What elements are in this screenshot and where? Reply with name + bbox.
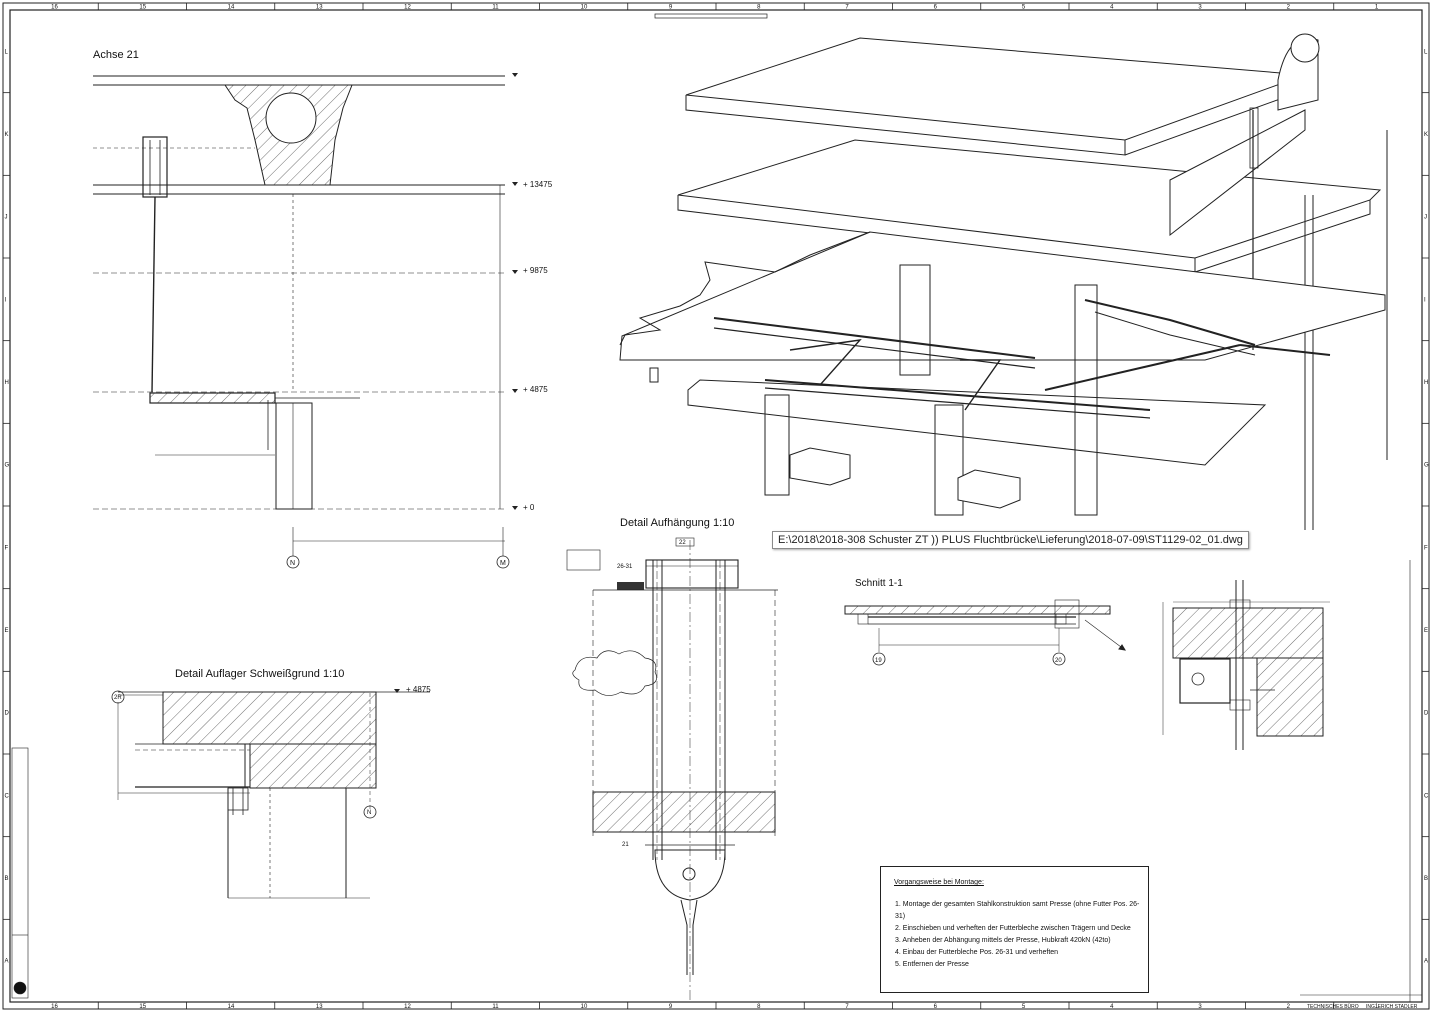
level-label: + 0 bbox=[523, 503, 535, 512]
list-item: 3. Anheben der Abhängung mittels der Pre… bbox=[895, 937, 1111, 944]
file-path-tooltip: E:\2018\2018-308 Schuster ZT )) PLUS Flu… bbox=[772, 531, 1249, 549]
frame-column-label: 1 bbox=[1375, 1004, 1379, 1010]
frame-row-label: C bbox=[1424, 793, 1429, 799]
frame-row-label: L bbox=[1424, 49, 1428, 55]
callout-label: 21 bbox=[622, 842, 629, 848]
frame-column-label: 9 bbox=[669, 5, 673, 11]
title-block-office: TECHNISCHES BÜRO bbox=[1307, 1004, 1359, 1010]
frame-column-label: 16 bbox=[51, 5, 58, 11]
level-label: + 4875 bbox=[406, 685, 431, 694]
level-label: + 9875 bbox=[523, 266, 548, 275]
frame-column-label: 4 bbox=[1110, 1004, 1114, 1010]
frame-column-label: 3 bbox=[1198, 5, 1202, 11]
aufhaengung-detail-view bbox=[566, 537, 778, 1000]
frame-row-label: K bbox=[5, 132, 9, 138]
callout-label: 26-31 bbox=[617, 564, 633, 570]
isometric-view bbox=[619, 33, 1388, 530]
axis-label: 20 bbox=[1055, 658, 1062, 664]
frame-grid-labels: 1616151514141313121211111010998877665544… bbox=[5, 5, 1430, 1011]
frame-row-label: B bbox=[1424, 876, 1428, 882]
frame-column-label: 6 bbox=[934, 5, 938, 11]
list-item: 5. Entfernen der Presse bbox=[895, 961, 969, 968]
achse-title: Achse 21 bbox=[93, 49, 139, 61]
frame-row-label: H bbox=[1424, 380, 1428, 386]
axis-label: N bbox=[367, 810, 371, 816]
frame-column-label: 12 bbox=[404, 5, 411, 11]
title-block-frame bbox=[1300, 560, 1422, 1002]
frame-column-label: 5 bbox=[1022, 1004, 1026, 1010]
frame-column-label: 12 bbox=[404, 1004, 411, 1010]
assembly-notes-box: Vorgangsweise bei Montage: 1. Montage de… bbox=[880, 866, 1149, 993]
frame-column-label: 3 bbox=[1198, 1004, 1202, 1010]
frame-row-label: C bbox=[5, 793, 10, 799]
schnitt-view bbox=[844, 580, 1330, 750]
frame-column-label: 2 bbox=[1287, 1004, 1291, 1010]
frame-column-label: 2 bbox=[1287, 5, 1291, 11]
axis-label: M bbox=[500, 560, 506, 567]
frame-column-ticks bbox=[3, 3, 1429, 1009]
frame-row-label: F bbox=[1424, 545, 1428, 551]
frame-row-label: H bbox=[5, 380, 9, 386]
frame-row-label: B bbox=[5, 876, 9, 882]
axis-label: N bbox=[290, 560, 295, 567]
frame-row-label: D bbox=[1424, 711, 1429, 717]
frame-row-label: E bbox=[5, 628, 9, 634]
frame-column-label: 13 bbox=[316, 1004, 323, 1010]
center-mark bbox=[654, 13, 768, 19]
frame-column-label: 15 bbox=[139, 5, 146, 11]
frame-row-label: K bbox=[1424, 132, 1428, 138]
frame-column-label: 14 bbox=[228, 1004, 235, 1010]
notes-heading: Vorgangsweise bei Montage: bbox=[894, 879, 984, 886]
frame-row-label: A bbox=[5, 959, 9, 965]
frame-column-label: 14 bbox=[228, 5, 235, 11]
frame-column-label: 15 bbox=[139, 1004, 146, 1010]
frame-column-label: 4 bbox=[1110, 5, 1114, 11]
frame-row-label: D bbox=[5, 711, 10, 717]
frame-column-label: 11 bbox=[492, 1004, 499, 1010]
frame-column-label: 11 bbox=[492, 5, 499, 11]
level-label: + 13475 bbox=[523, 180, 553, 189]
frame-column-label: 10 bbox=[581, 5, 588, 11]
frame-column-label: 7 bbox=[845, 1004, 849, 1010]
list-item: 1. Montage der gesamten Stahlkonstruktio… bbox=[895, 901, 1140, 920]
frame-column-label: 5 bbox=[1022, 5, 1026, 11]
list-item: 2. Einschieben und verheften der Futterb… bbox=[895, 925, 1131, 932]
frame-row-label: G bbox=[5, 463, 10, 469]
left-legal-strip bbox=[11, 747, 29, 999]
title-block-engineer: ING. ERICH STADLER bbox=[1366, 1004, 1418, 1010]
frame-column-label: 8 bbox=[757, 5, 761, 11]
notes-list: 1. Montage der gesamten Stahlkonstruktio… bbox=[895, 899, 1148, 971]
auflager-title: Detail Auflager Schweißgrund 1:10 bbox=[175, 668, 344, 680]
auflager-detail-view bbox=[111, 689, 430, 899]
frame-row-label: J bbox=[1424, 215, 1427, 221]
axis-label: 2R bbox=[114, 695, 122, 701]
frame-column-label: 13 bbox=[316, 5, 323, 11]
frame-row-label: E bbox=[1424, 628, 1428, 634]
frame-row-label: I bbox=[1424, 297, 1426, 303]
frame-column-label: 6 bbox=[934, 1004, 938, 1010]
frame-column-label: 9 bbox=[669, 1004, 673, 1010]
callout-label: 22 bbox=[679, 540, 686, 546]
frame-column-label: 1 bbox=[1375, 5, 1379, 11]
achse-21-view bbox=[93, 73, 518, 569]
frame-row-label: F bbox=[5, 545, 9, 551]
schnitt-title: Schnitt 1-1 bbox=[855, 578, 903, 589]
aufhaengung-title: Detail Aufhängung 1:10 bbox=[620, 517, 734, 529]
frame-row-label: J bbox=[5, 215, 8, 221]
axis-label: 19 bbox=[875, 658, 882, 664]
frame-column-label: 7 bbox=[845, 5, 849, 11]
frame-row-label: I bbox=[5, 297, 7, 303]
frame-row-label: L bbox=[5, 49, 9, 55]
frame-column-label: 10 bbox=[581, 1004, 588, 1010]
frame-row-label: A bbox=[1424, 959, 1428, 965]
list-item: 4. Einbau der Futterbleche Pos. 26-31 un… bbox=[895, 949, 1059, 956]
frame-row-label: G bbox=[1424, 463, 1429, 469]
frame-column-label: 8 bbox=[757, 1004, 761, 1010]
level-label: + 4875 bbox=[523, 385, 548, 394]
frame-column-label: 16 bbox=[51, 1004, 58, 1010]
